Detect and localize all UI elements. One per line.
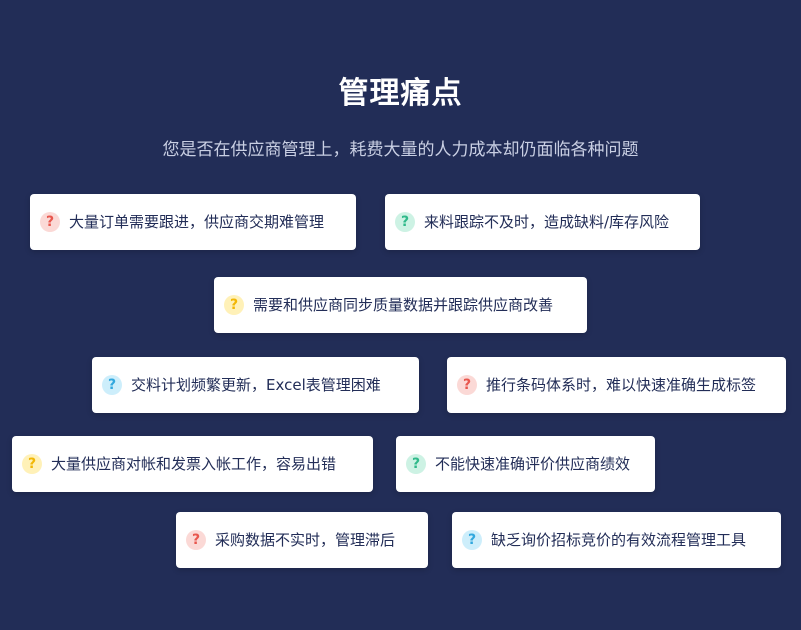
- pain-point-text: 大量订单需要跟进，供应商交期难管理: [69, 213, 325, 231]
- question-icon: ?: [186, 530, 206, 550]
- pain-point-text: 交料计划频繁更新，Excel表管理困难: [131, 376, 381, 394]
- pain-point-card: ? 采购数据不实时，管理滞后: [176, 512, 428, 568]
- pain-point-text: 不能快速准确评价供应商绩效: [435, 455, 631, 473]
- question-icon: ?: [102, 375, 122, 395]
- pain-point-text: 推行条码体系时，难以快速准确生成标签: [486, 376, 757, 394]
- pain-point-card: ? 推行条码体系时，难以快速准确生成标签: [447, 357, 786, 413]
- question-icon: ?: [457, 375, 477, 395]
- pain-point-text: 来料跟踪不及时，造成缺料/库存风险: [424, 213, 670, 231]
- pain-point-text: 大量供应商对帐和发票入帐工作，容易出错: [51, 455, 337, 473]
- question-icon: ?: [224, 295, 244, 315]
- pain-point-card: ? 不能快速准确评价供应商绩效: [396, 436, 655, 492]
- page-subtitle: 您是否在供应商管理上，耗费大量的人力成本却仍面临各种问题: [162, 140, 639, 160]
- question-icon: ?: [395, 212, 415, 232]
- pain-point-text: 采购数据不实时，管理滞后: [215, 531, 396, 549]
- pain-point-text: 缺乏询价招标竞价的有效流程管理工具: [491, 531, 747, 549]
- question-icon: ?: [406, 454, 426, 474]
- pain-point-card: ? 大量供应商对帐和发票入帐工作，容易出错: [12, 436, 373, 492]
- pain-point-card: ? 交料计划频繁更新，Excel表管理困难: [92, 357, 419, 413]
- pain-point-card: ? 来料跟踪不及时，造成缺料/库存风险: [385, 194, 700, 250]
- question-icon: ?: [22, 454, 42, 474]
- pain-point-card: ? 缺乏询价招标竞价的有效流程管理工具: [452, 512, 781, 568]
- pain-point-card: ? 大量订单需要跟进，供应商交期难管理: [30, 194, 356, 250]
- pain-point-card: ? 需要和供应商同步质量数据并跟踪供应商改善: [214, 277, 587, 333]
- question-icon: ?: [40, 212, 60, 232]
- pain-point-text: 需要和供应商同步质量数据并跟踪供应商改善: [253, 296, 554, 314]
- page-title: 管理痛点: [338, 76, 463, 111]
- question-icon: ?: [462, 530, 482, 550]
